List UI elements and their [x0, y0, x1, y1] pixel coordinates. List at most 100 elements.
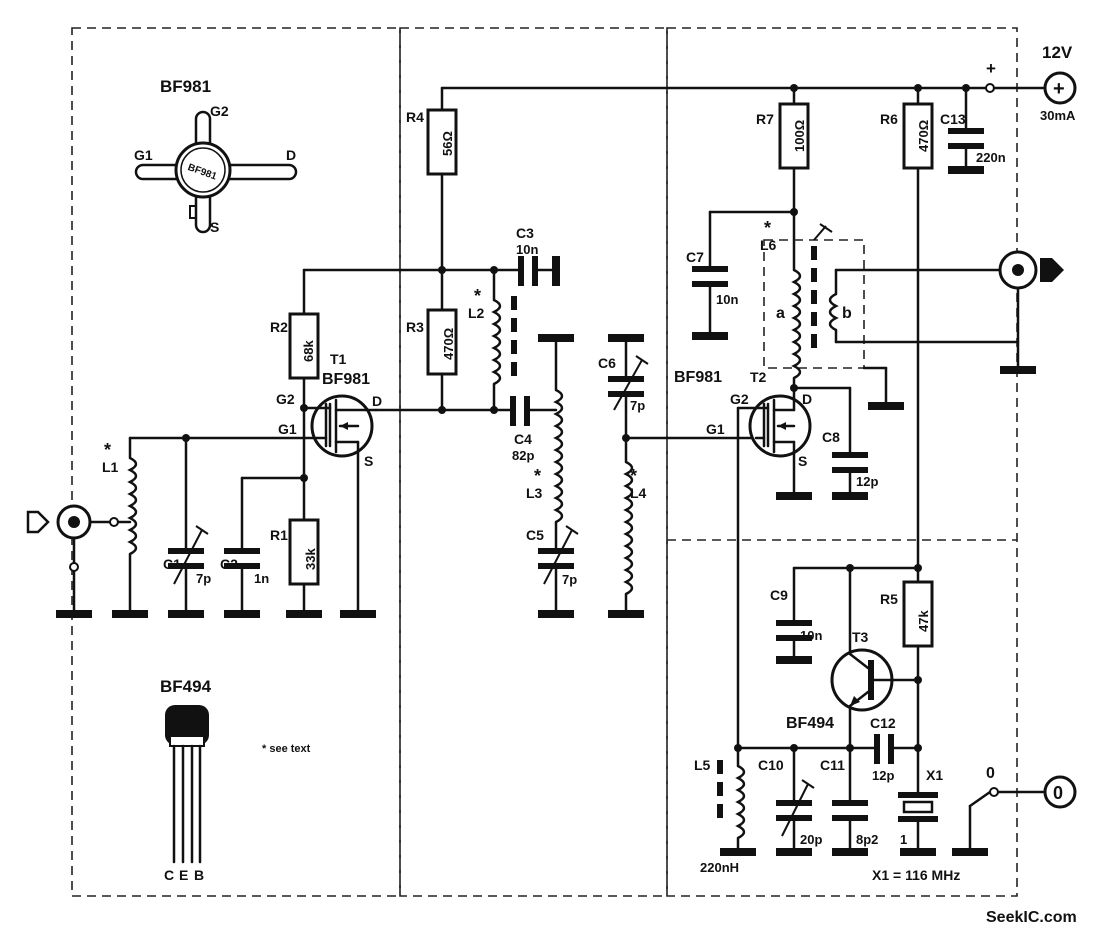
c12-label: C12: [870, 715, 896, 731]
t2-pin-s: S: [798, 453, 807, 469]
r3-label: R3: [406, 319, 424, 335]
zero-terminal-symbol: 0: [1053, 783, 1063, 803]
r6-value: 470Ω: [916, 120, 931, 152]
capacitor-c12: C12 12p: [870, 715, 922, 783]
supply-plus-symbol: +: [1053, 78, 1065, 100]
output-connector: [998, 250, 1064, 374]
c3-label: C3: [516, 225, 534, 241]
c13-value: 220n: [976, 150, 1006, 165]
l4-label: L4: [630, 485, 647, 501]
c11-label: C11: [820, 757, 845, 773]
bf981-pin-d: D: [286, 147, 296, 163]
r1-label: R1: [270, 527, 288, 543]
inductor-l1: * L1: [102, 436, 148, 618]
c4-label: C4: [514, 431, 532, 447]
inductor-l5: L5 220nH: [694, 746, 756, 875]
t1-pin-g2: G2: [276, 391, 295, 407]
c9-value: 10n: [800, 628, 822, 643]
c1-value: 7p: [196, 571, 211, 586]
t1-pin-g1: G1: [278, 421, 297, 437]
capacitor-c5: C5 7p: [526, 525, 579, 618]
c6-value: 7p: [630, 398, 645, 413]
transistor-t2: BF981 T2 G2 G1 D S: [674, 369, 812, 746]
zero-terminal-label: 0: [986, 765, 995, 782]
t2-pin-d: D: [802, 391, 812, 407]
c5-value: 7p: [562, 572, 577, 587]
l4-star: *: [630, 466, 637, 486]
bf981-pinout: BF981 BF981 G2 G1 D S: [134, 77, 298, 235]
t2-label: T2: [750, 369, 767, 385]
capacitor-c8: C8 12p: [792, 386, 878, 500]
c10-value: 20p: [800, 832, 822, 847]
capacitor-c6: C6 7p: [598, 334, 649, 442]
r7-value: 100Ω: [792, 120, 807, 152]
c6-label: C6: [598, 355, 616, 371]
t2-pin-g1: G1: [706, 421, 725, 437]
capacitor-c7: C7 10n: [686, 210, 796, 340]
resistor-r1: R1 33k: [270, 436, 322, 618]
bf981-pin-g1: G1: [134, 147, 153, 163]
t2-pin-g2: G2: [730, 391, 749, 407]
r7-label: R7: [756, 111, 774, 127]
r3-value: 470Ω: [441, 328, 456, 360]
resistor-r5: R5 47k: [880, 564, 934, 794]
t1-pin-d: D: [372, 393, 382, 409]
x1-label: X1: [926, 767, 943, 783]
l5-value: 220nH: [700, 860, 739, 875]
capacitor-c9: C9 10n: [770, 566, 822, 664]
l5-label: L5: [694, 757, 711, 773]
bf494-pin-c: C: [164, 867, 174, 883]
capacitor-c3: C3 10n: [492, 225, 560, 286]
transistor-t3: T3 BF494: [786, 564, 922, 802]
supply-current: 30mA: [1040, 108, 1076, 123]
r6-label: R6: [880, 111, 898, 127]
supply-voltage: 12V: [1042, 43, 1073, 62]
l3-label: L3: [526, 485, 543, 501]
c8-value: 12p: [856, 474, 878, 489]
capacitor-c2: C2 1n: [220, 476, 306, 618]
r1-value: 33k: [303, 548, 318, 570]
r5-value: 47k: [916, 610, 931, 632]
l2-star: *: [474, 286, 481, 306]
r4-value: 56Ω: [440, 131, 455, 156]
c7-label: C7: [686, 249, 704, 265]
bf494-pinout: BF494 C E B: [160, 677, 212, 883]
l1-label: L1: [102, 459, 119, 475]
bf981-pin-g2: G2: [210, 103, 229, 119]
t2-type: BF981: [674, 369, 722, 386]
watermark: SeekIC.com: [986, 909, 1077, 926]
x1-pin: 1: [900, 832, 907, 847]
l6-star: *: [764, 218, 771, 238]
l2-label: L2: [468, 305, 485, 321]
resistor-r4: R4 56Ω: [406, 86, 458, 312]
t3-label: T3: [852, 629, 869, 645]
r4-label: R4: [406, 109, 424, 125]
t1-pin-s: S: [364, 453, 373, 469]
l6-winding-a: a: [776, 305, 785, 322]
t1-type: BF981: [322, 371, 370, 388]
c2-label: C2: [220, 556, 238, 572]
t3-type: BF494: [786, 715, 834, 732]
supply-plus-label: +: [986, 59, 996, 78]
inductor-l4: * L4: [608, 436, 647, 618]
capacitor-c13: C13 220n: [940, 84, 1006, 174]
capacitor-c4: C4 82p: [510, 396, 558, 463]
capacitor-c11: C11 8p2: [820, 757, 878, 856]
crystal-frequency-note: X1 = 116 MHz: [872, 867, 960, 883]
input-connector: [26, 504, 119, 618]
bf981-pin-s: S: [210, 219, 219, 235]
resistor-r6: R6 470Ω: [880, 84, 934, 584]
inductor-l3: * L3: [526, 334, 574, 550]
bf494-title: BF494: [160, 677, 212, 696]
see-text-note: * see text: [262, 743, 311, 755]
c10-label: C10: [758, 757, 784, 773]
l1-star: *: [104, 440, 111, 460]
crystal-x1: X1 1 X1 = 116 MHz: [872, 767, 960, 883]
bf981-title: BF981: [160, 77, 211, 96]
bf494-pin-e: E: [179, 867, 188, 883]
c2-value: 1n: [254, 571, 269, 586]
module-boundaries: [71, 27, 1018, 897]
inductor-l2: * L2: [468, 266, 517, 414]
r2-value: 68k: [301, 340, 316, 362]
